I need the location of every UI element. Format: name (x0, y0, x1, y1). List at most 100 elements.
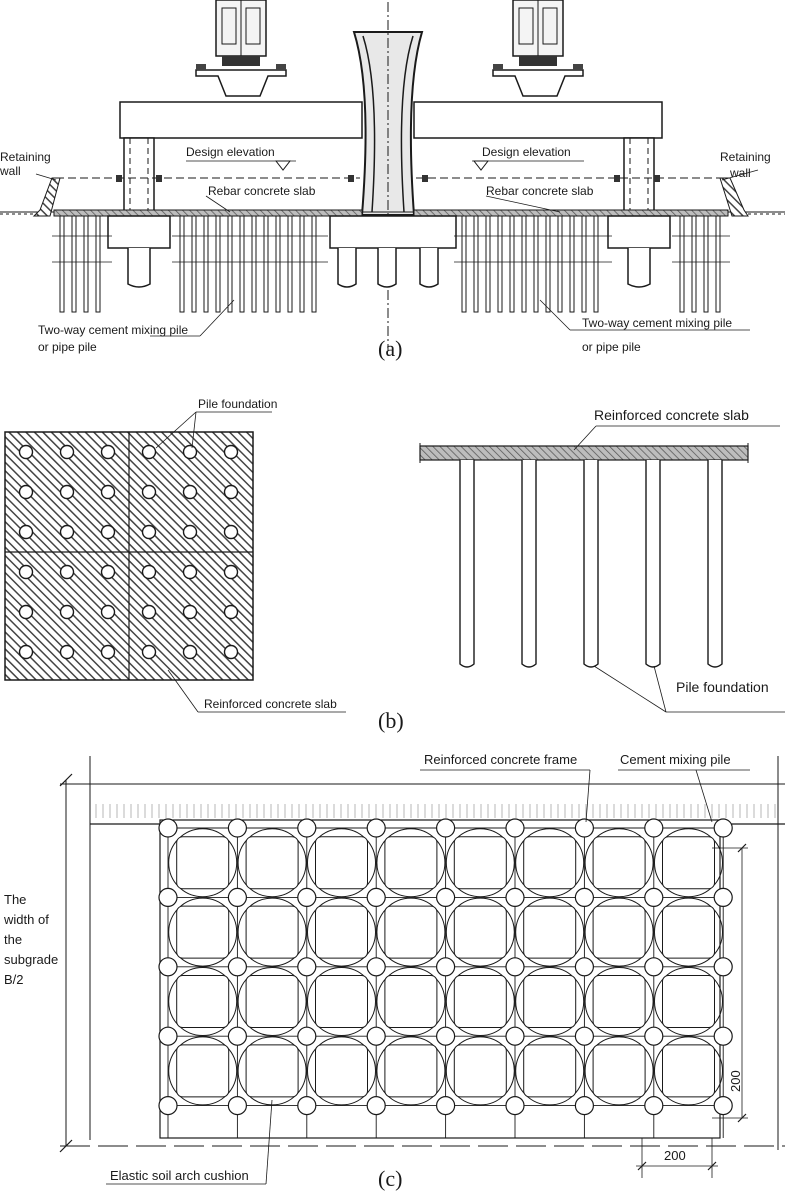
retaining-wall-label-right-2: wall (729, 166, 751, 180)
plan-pile (100, 644, 116, 660)
slab-label-plan: Reinforced concrete slab (204, 697, 337, 711)
plan-pile (182, 484, 198, 500)
mixing-pile (203, 215, 209, 313)
pile-label-right-1: Two-way cement mixing pile (582, 316, 732, 330)
plan-pile (182, 524, 198, 540)
soil-arch-circle (584, 828, 654, 898)
bored-piles (127, 248, 651, 288)
plan-pile (223, 644, 239, 660)
plan-pile (18, 484, 34, 500)
rebar-slab-right (413, 209, 729, 217)
pier-right (623, 137, 655, 215)
cushion-cell (662, 836, 715, 890)
rebar-slab-label-right: Rebar concrete slab (486, 184, 594, 198)
plan-pile (59, 484, 75, 500)
cushion-cell (245, 836, 299, 890)
mixing-pile (715, 215, 721, 313)
panel-b-pile-raft: Pile foundation Reinforced concrete slab… (4, 397, 785, 733)
soil-arch-circle (515, 1036, 585, 1106)
cement-mixing-pile (713, 957, 733, 977)
cement-mixing-pile (297, 957, 317, 977)
cement-mixing-pile (366, 818, 386, 838)
pile-cap-center (329, 215, 457, 249)
cushion-cell (384, 836, 438, 890)
plan-pile (141, 564, 157, 580)
cement-mixing-pile (366, 1095, 386, 1116)
cushion-cell (176, 1044, 230, 1098)
soil-arch-circle (376, 967, 446, 1036)
mixing-pile (191, 215, 197, 313)
caption-a: (a) (378, 336, 402, 361)
soil-arch-circle (584, 1036, 654, 1106)
mixing-pile (691, 215, 697, 313)
cement-mixing-pile (436, 957, 456, 977)
cement-mixing-pile (574, 887, 595, 908)
cement-mixing-pile (505, 818, 525, 838)
caption-b: (b) (378, 708, 404, 733)
mixing-pile (299, 215, 305, 313)
embankment-hatch-band (95, 804, 776, 818)
cushion-cell (176, 975, 230, 1028)
cement-mixing-pile (713, 818, 733, 838)
mixing-pile (287, 215, 293, 313)
pile-foundation-label-plan: Pile foundation (198, 397, 277, 411)
width-label-5: B/2 (4, 972, 24, 987)
cushion-cell (662, 905, 715, 959)
elevation-pile (521, 460, 537, 668)
cement-mixing-pile (436, 887, 456, 908)
cement-mixing-pile (644, 957, 664, 977)
plan-pile (59, 524, 75, 540)
mixing-pile (83, 215, 89, 313)
cement-pile-label: Cement mixing pile (620, 752, 731, 767)
cushion-cell (523, 1044, 577, 1098)
plan-pile-grid (18, 444, 239, 660)
plan-pile (141, 524, 157, 540)
cushion-cell (315, 905, 368, 959)
plan-pile (223, 524, 239, 540)
width-label-1: The (4, 892, 26, 907)
elevation-pile (583, 460, 599, 668)
soil-arch-circle (237, 828, 307, 898)
cushion-cell (176, 905, 230, 959)
cement-mixing-pile (158, 1095, 178, 1116)
mixing-pile (703, 215, 709, 313)
cement-mixing-pile (574, 818, 595, 838)
slab-elevation-view (419, 445, 749, 461)
cement-mixing-pile (436, 1095, 456, 1116)
plan-pile (141, 444, 157, 460)
retaining-wall-left (32, 177, 61, 217)
mixing-pile (179, 215, 185, 313)
cushion-cell (523, 905, 577, 959)
plan-pile (100, 484, 116, 500)
cushion-cell (453, 905, 507, 959)
soil-arch-circle (237, 897, 307, 967)
plan-pile (100, 444, 116, 460)
plan-pile (59, 564, 75, 580)
soil-arch-circle (584, 967, 654, 1036)
cement-mixing-pile (644, 887, 664, 908)
plan-pile (18, 644, 34, 660)
cushion-cell (245, 1044, 299, 1098)
plan-pile (141, 644, 157, 660)
cement-mixing-pile (227, 887, 247, 908)
cap-beam-left (119, 101, 363, 139)
cement-mixing-pile (505, 1095, 525, 1116)
soil-arch-circle (307, 1036, 376, 1106)
cement-mixing-pile (713, 1026, 733, 1046)
cement-mixing-pile (297, 1095, 317, 1116)
right-train-girder (492, 0, 584, 97)
plan-pile (59, 444, 75, 460)
retaining-wall-label-left-2: wall (0, 164, 21, 178)
mixing-pile (545, 215, 551, 313)
soil-arch-circle (445, 1036, 515, 1106)
retaining-wall-label-right-1: Retaining (720, 150, 771, 164)
cement-mixing-pile (227, 1095, 247, 1116)
mixing-pile (473, 215, 479, 313)
mixing-pile (533, 215, 539, 313)
plan-pile (182, 604, 198, 620)
mixing-pile (95, 215, 101, 313)
cement-mixing-pile (227, 957, 247, 977)
rebar-slab-label-left: Rebar concrete slab (208, 184, 316, 198)
mixing-pile (227, 215, 233, 313)
panel-c-frame-plan: 200 200 Reinforced concrete frame Cement… (3, 752, 785, 1191)
